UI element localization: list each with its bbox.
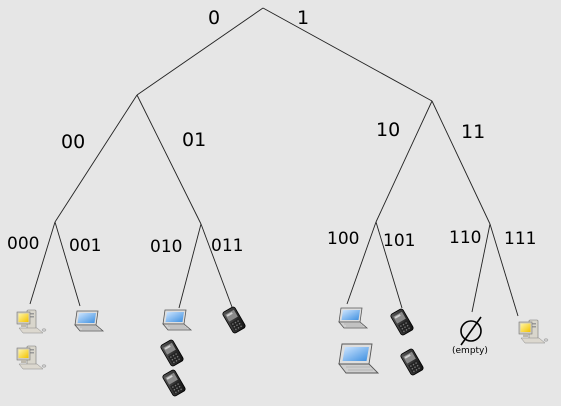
label-10: 10	[376, 119, 400, 141]
label-101: 101	[383, 231, 415, 251]
phone-icon	[221, 305, 247, 335]
laptop-icon	[338, 343, 379, 374]
leaf-devices: (empty)	[16, 305, 549, 398]
empty-set-icon	[460, 316, 482, 346]
phone-icon	[399, 347, 425, 377]
label-011: 011	[211, 236, 243, 256]
desktop-icon	[518, 319, 549, 344]
empty-label: (empty)	[452, 346, 488, 356]
branch-labels: 0 1 00 01 10 11 000 001 010 011 100 101 …	[7, 7, 536, 257]
label-01: 01	[182, 129, 206, 151]
laptop-icon	[338, 307, 368, 329]
label-1: 1	[297, 7, 309, 29]
phone-icon	[389, 307, 415, 337]
label-00: 00	[61, 131, 85, 153]
label-001: 001	[69, 236, 101, 256]
laptop-icon	[74, 310, 104, 332]
tree-edges	[29, 7, 519, 317]
label-000: 000	[7, 234, 39, 254]
phone-icon	[159, 338, 185, 368]
label-111: 111	[504, 229, 536, 249]
label-110: 110	[449, 228, 481, 248]
desktop-icon	[16, 309, 47, 334]
label-100: 100	[327, 229, 359, 249]
desktop-icon	[16, 345, 47, 370]
phone-icon	[161, 368, 187, 398]
label-010: 010	[150, 237, 182, 257]
label-0: 0	[208, 7, 220, 29]
label-11: 11	[461, 121, 485, 143]
laptop-icon	[162, 309, 192, 331]
